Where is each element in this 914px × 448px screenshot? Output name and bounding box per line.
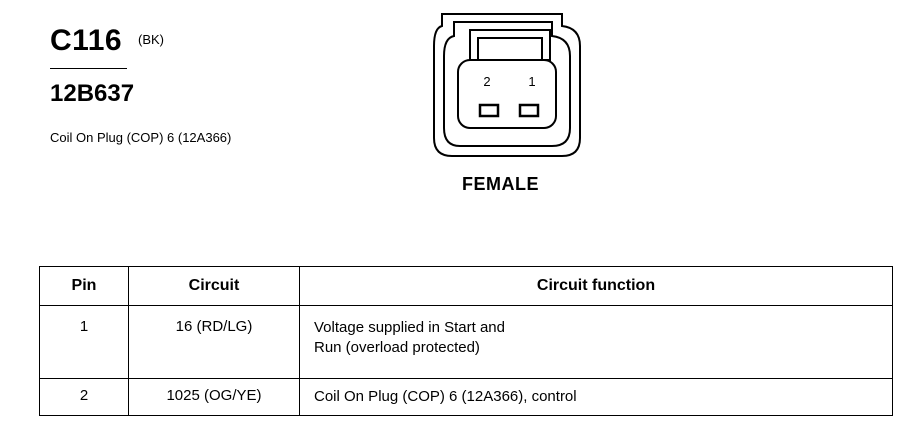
header-pin: Pin bbox=[39, 266, 129, 306]
circuit-cell: 16 (RD/LG) bbox=[128, 305, 300, 379]
color-code: (BK) bbox=[138, 32, 164, 47]
connector-outer-housing bbox=[433, 13, 581, 157]
function-line: Run (overload protected) bbox=[314, 339, 480, 356]
connector-description: Coil On Plug (COP) 6 (12A366) bbox=[50, 130, 232, 145]
locking-tab-outer bbox=[469, 29, 551, 61]
pin-cell: 1 bbox=[39, 305, 129, 379]
pin-face bbox=[457, 59, 557, 129]
pin-value: 2 bbox=[79, 387, 89, 404]
table-row: 2 1025 (OG/YE) Coil On Plug (COP) 6 (12A… bbox=[39, 378, 893, 416]
locking-tab-inner bbox=[477, 37, 543, 61]
connector-face-diagram: 2 1 bbox=[433, 13, 581, 157]
function-line: Coil On Plug (COP) 6 (12A366), control bbox=[314, 388, 577, 405]
pin-value: 1 bbox=[79, 318, 89, 335]
circuit-value: 1025 (OG/YE) bbox=[166, 387, 262, 404]
pin-cell: 2 bbox=[39, 378, 129, 416]
table-header-row: Pin Circuit Circuit function bbox=[39, 266, 893, 306]
title-block: C116 (BK) bbox=[50, 24, 164, 58]
pin-label-2: 2 bbox=[483, 74, 490, 89]
part-number: 12B637 bbox=[50, 80, 135, 107]
circuit-value: 16 (RD/LG) bbox=[175, 318, 253, 335]
connector-id: C116 bbox=[50, 24, 123, 57]
connector-inner-housing bbox=[443, 21, 571, 147]
circuit-cell: 1025 (OG/YE) bbox=[128, 378, 300, 416]
terminal-pin-1 bbox=[518, 103, 540, 118]
header-circuit-function: Circuit function bbox=[299, 266, 893, 306]
pin-table: Pin Circuit Circuit function 1 16 (RD/LG… bbox=[39, 266, 893, 416]
header-circuit: Circuit bbox=[128, 266, 300, 306]
pin-label-1: 1 bbox=[528, 74, 535, 89]
function-line: Voltage supplied in Start and bbox=[314, 319, 505, 336]
terminal-pin-2 bbox=[478, 103, 500, 118]
title-divider bbox=[50, 68, 127, 69]
connector-gender: FEMALE bbox=[462, 174, 539, 194]
function-cell: Coil On Plug (COP) 6 (12A366), control bbox=[299, 378, 893, 416]
table-row: 1 16 (RD/LG) Voltage supplied in Start a… bbox=[39, 305, 893, 379]
function-cell: Voltage supplied in Start and Run (overl… bbox=[299, 305, 893, 379]
